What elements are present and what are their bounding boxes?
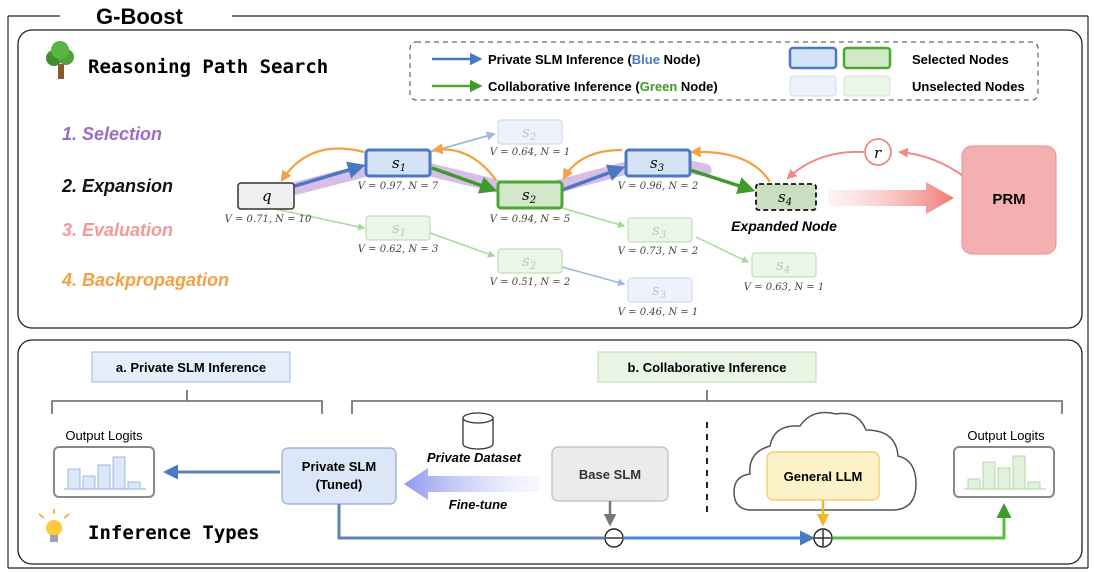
node-s3-selected-label: s3: [650, 154, 664, 174]
node-s1-low-label: s1: [392, 219, 406, 239]
legend-collab: Collaborative Inference (Green Node): [488, 79, 718, 94]
legend-unselected-label: Unselected Nodes: [912, 79, 1025, 94]
collab-header: b. Collaborative Inference: [628, 360, 787, 375]
reward-node: [864, 138, 892, 166]
node-s4-low-stats: V = 0.63, N = 1: [744, 282, 824, 293]
node-s3-low-stats: V = 0.46, N = 1: [618, 307, 698, 318]
step-expansion: 2. Expansion: [61, 176, 173, 196]
collab-header-box: [597, 351, 817, 383]
minus-operator: [604, 528, 624, 548]
node-s2-selected-stats: V = 0.94, N = 5: [490, 214, 570, 225]
step-evaluation: 3. Evaluation: [62, 220, 173, 240]
reasoning-panel: [17, 29, 1083, 329]
node-q: [237, 182, 295, 210]
collab-bracket: [351, 390, 1063, 414]
legend: Private SLM Inference (Blue Node) Collab…: [409, 41, 1039, 101]
node-s3-selected-stats: V = 0.96, N = 2: [618, 181, 698, 192]
private-bracket: [51, 390, 323, 414]
node-s3-selected: [624, 148, 692, 178]
private-slm-label-2: (Tuned): [316, 477, 363, 492]
node-s2-low: [497, 248, 563, 274]
node-s2-low-label: s2: [522, 252, 536, 272]
fine-tune-label: Fine-tune: [449, 497, 508, 512]
node-s3-low: [627, 277, 693, 303]
node-s2-low-stats: V = 0.51, N = 2: [490, 277, 570, 288]
node-s1-low-stats: V = 0.62, N = 3: [358, 244, 438, 255]
prm-box: [961, 145, 1057, 255]
node-q-label: q: [262, 187, 272, 205]
node-s2-selected-label: s2: [522, 186, 536, 206]
legend-selected-blue: [788, 46, 838, 70]
private-slm-flow: [337, 504, 604, 540]
node-s2-top-label: s2: [522, 123, 536, 143]
private-slm-box: [281, 447, 397, 505]
node-s2-selected: [496, 180, 564, 210]
private-header-box: [91, 351, 291, 383]
tree-icon: [46, 41, 74, 79]
node-s1-selected-label: s1: [392, 154, 406, 174]
faded-edges: [265, 131, 750, 287]
database-icon: [462, 412, 494, 450]
inference-types-heading: Inference Types: [88, 522, 260, 544]
node-s4-low: [751, 252, 817, 278]
node-s2-top: [497, 119, 563, 145]
general-llm-label: General LLM: [784, 469, 863, 484]
private-header: a. Private SLM Inference: [116, 360, 266, 375]
output-logits-right-label: Output Logits: [967, 428, 1045, 443]
node-s3-mid-label: s3: [652, 221, 666, 241]
outer-frame: [7, 15, 1089, 569]
plus-operator: [813, 528, 833, 548]
lightbulb-icon: [38, 509, 70, 542]
legend-unselected-blue: [789, 75, 837, 97]
node-s3-mid-stats: V = 0.73, N = 2: [618, 246, 698, 257]
node-s4-low-label: s4: [776, 256, 790, 276]
node-s3-mid: [627, 217, 693, 243]
node-s2-top-stats: V = 0.64, N = 1: [490, 147, 570, 158]
reasoning-heading: Reasoning Path Search: [88, 56, 328, 78]
step-backpropagation: 4. Backpropagation: [61, 270, 229, 290]
base-slm-label: Base SLM: [579, 467, 641, 482]
node-s3-low-label: s3: [652, 281, 666, 301]
plus-to-logits-flow: [833, 503, 1012, 540]
legend-private: Private SLM Inference (Blue Node): [488, 52, 700, 67]
reward-arrows: [786, 147, 967, 180]
output-logits-left-bars: [64, 456, 146, 490]
legend-selected-green: [842, 46, 892, 70]
legend-unselected-green: [843, 75, 891, 97]
node-q-stats: V = 0.71, N = 10: [225, 214, 312, 225]
prm-arrow: [828, 182, 954, 214]
expanded-node-label: Expanded Node: [731, 218, 837, 234]
node-s1-selected: [364, 148, 432, 178]
fine-tune-arrow: [404, 468, 540, 500]
figure-title: G-Boost: [96, 4, 183, 29]
node-s1-selected-stats: V = 0.97, N = 7: [358, 181, 439, 192]
output-logits-right-bars: [964, 455, 1046, 490]
node-s1-low: [365, 215, 431, 241]
backprop-arrows: [280, 143, 771, 183]
private-dataset-label: Private Dataset: [427, 450, 522, 465]
step-selection: 1. Selection: [62, 124, 162, 144]
private-slm-label-1: Private SLM: [302, 459, 376, 474]
node-s4-expanded: [755, 183, 817, 211]
reward-label: r: [874, 144, 882, 162]
prm-label: PRM: [992, 191, 1025, 208]
legend-selected-label: Selected Nodes: [912, 52, 1009, 67]
node-s4-expanded-label: s4: [778, 188, 792, 208]
output-logits-left-label: Output Logits: [65, 428, 143, 443]
